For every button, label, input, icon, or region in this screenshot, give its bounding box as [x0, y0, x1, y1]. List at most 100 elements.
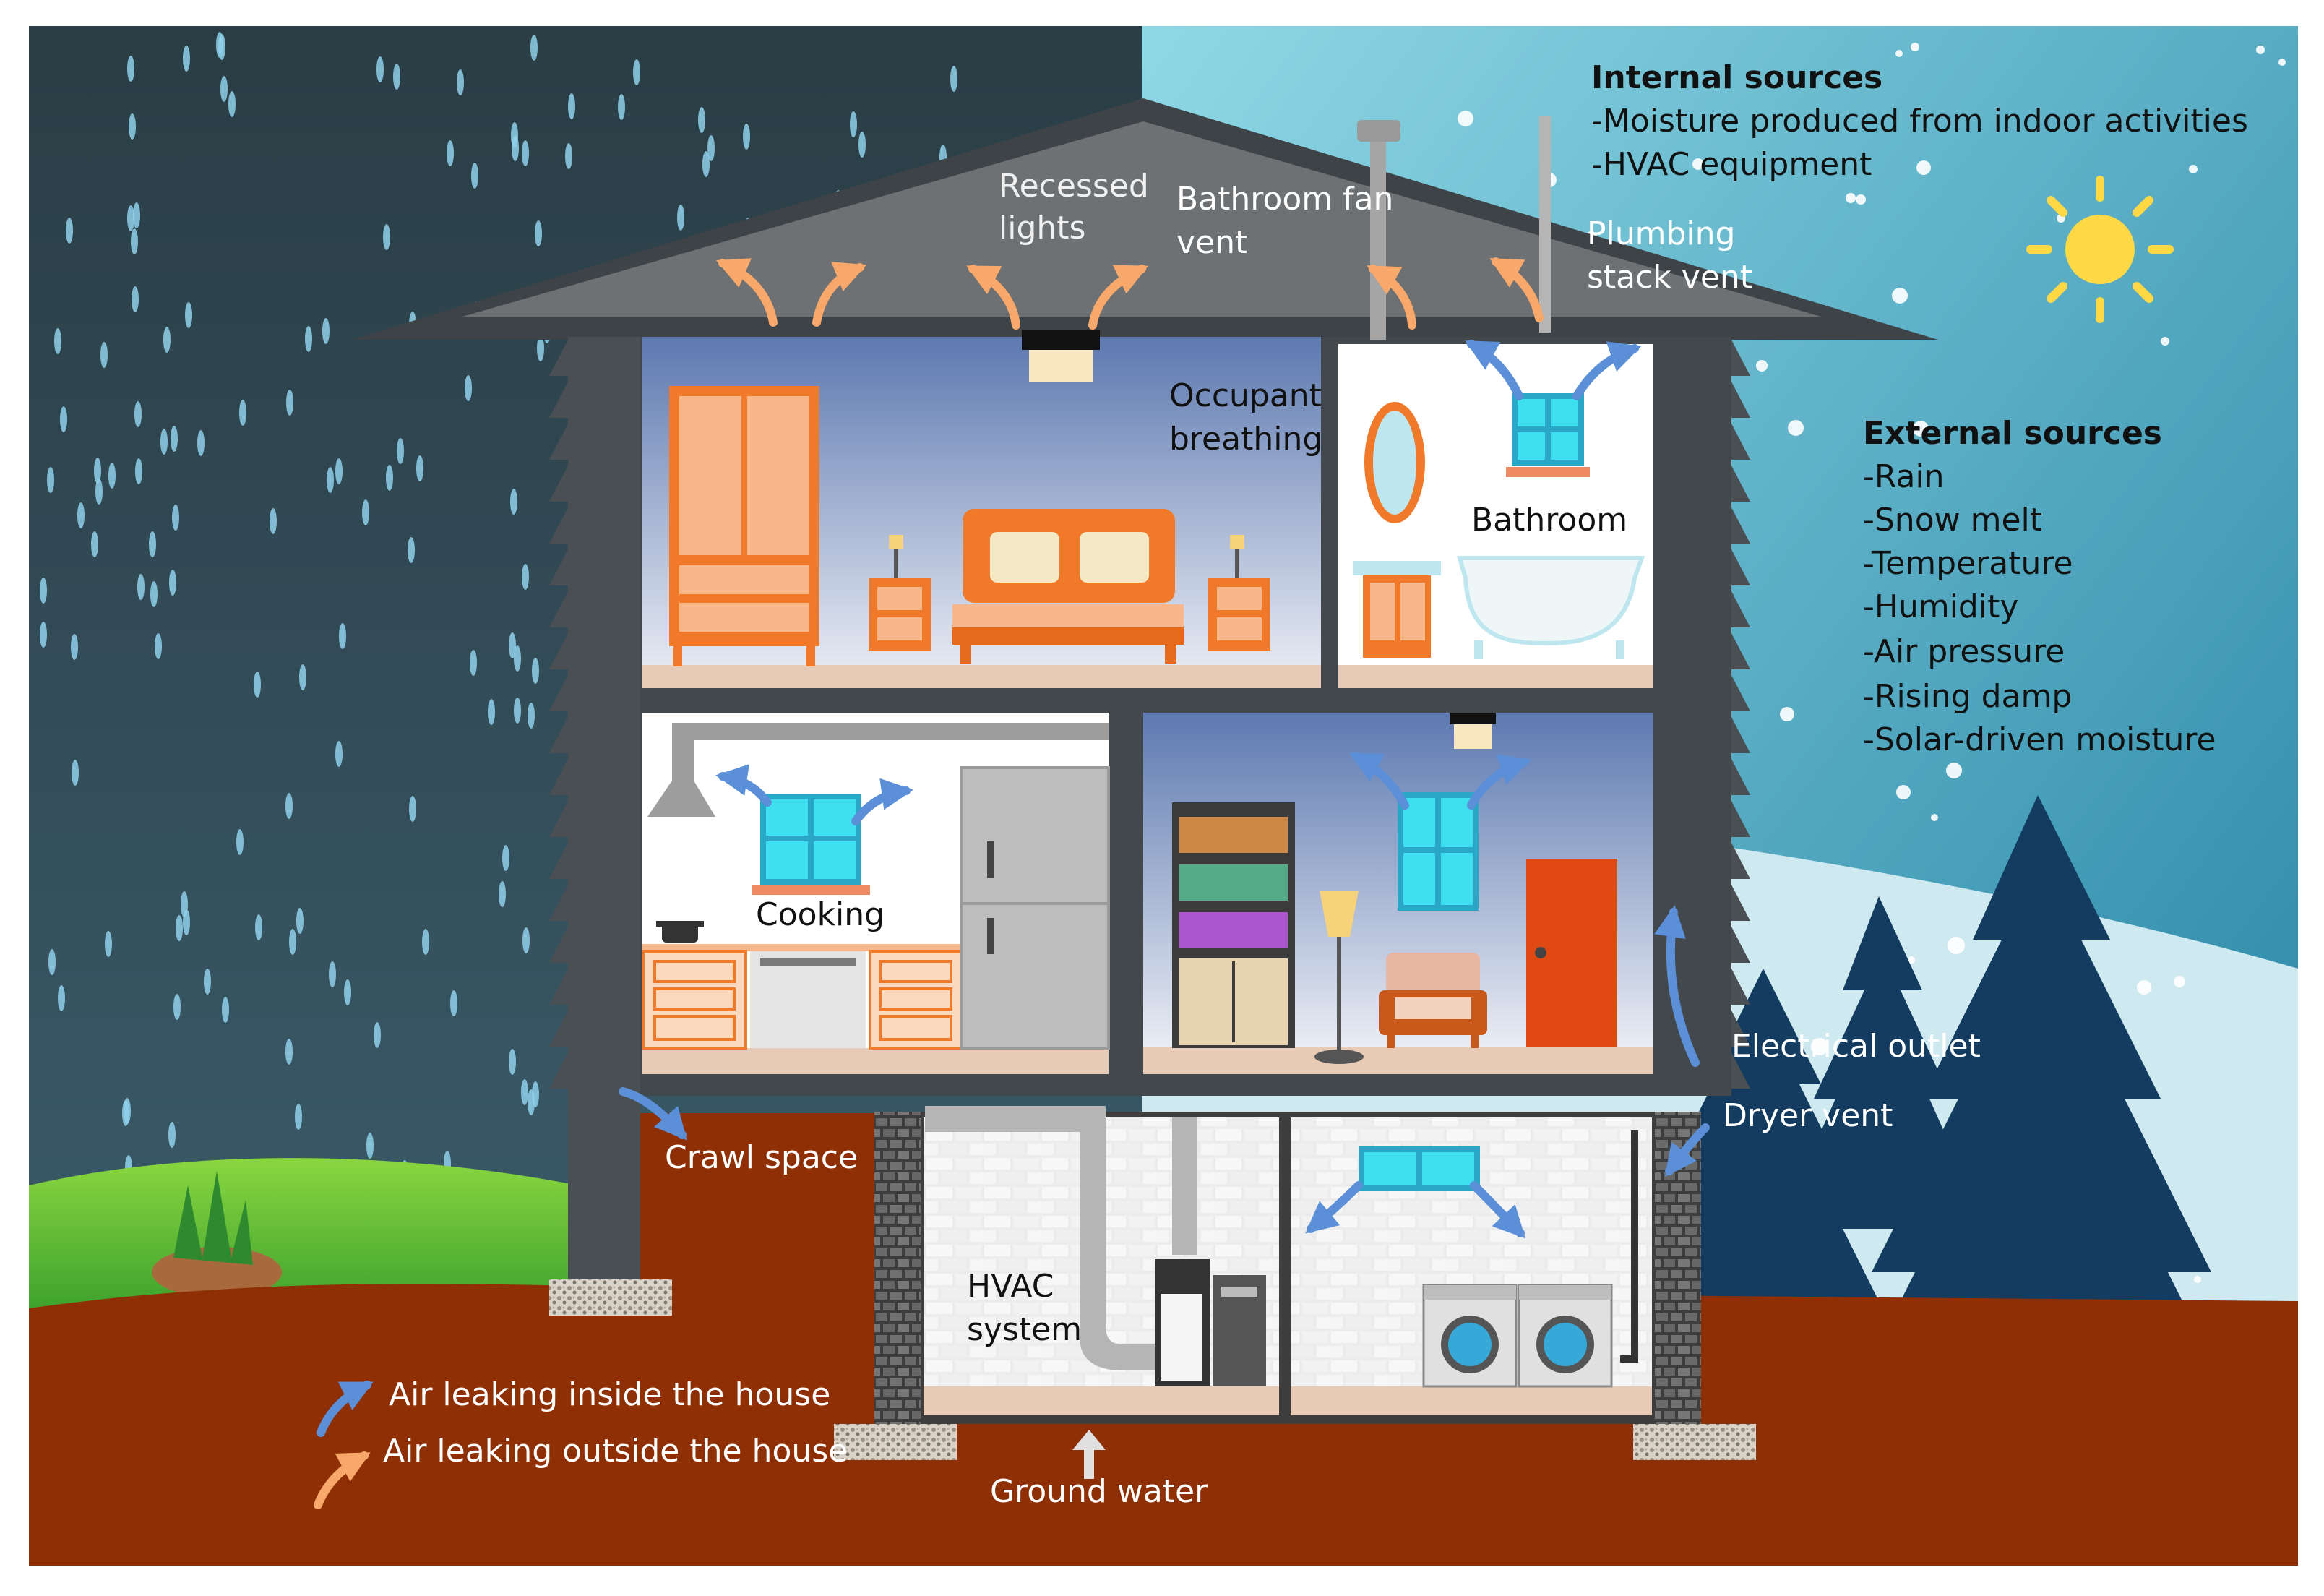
rain-drop — [254, 672, 261, 698]
bathroom-label: Bathroom — [1471, 502, 1627, 539]
rain-drop — [471, 163, 478, 189]
rain-drop — [470, 650, 477, 676]
snow-flake — [1780, 707, 1794, 721]
rain-drop — [176, 915, 183, 941]
rain-drop — [568, 93, 575, 119]
lower-cabinets-right — [869, 950, 963, 1050]
snow-flake — [1896, 785, 1911, 799]
air-arrow — [1465, 340, 1523, 400]
snow-flake — [1908, 956, 1915, 964]
rain-drop — [40, 622, 47, 648]
rain-drop — [181, 891, 188, 917]
snow-flake — [1846, 193, 1856, 203]
rain-drop — [71, 634, 78, 660]
rain-drop — [344, 979, 351, 1005]
dryer-duct — [1620, 1130, 1638, 1363]
pot-icon — [656, 921, 704, 943]
snow-flake — [1913, 421, 1929, 437]
rain-drop — [134, 401, 142, 427]
snow-flake — [2189, 165, 2198, 173]
rain-drop — [105, 931, 112, 957]
snow-flake — [1756, 360, 1768, 372]
rain-drop — [522, 927, 530, 953]
rain-drop — [502, 845, 509, 871]
legend-outside-label: Air leaking outside the house — [383, 1433, 848, 1470]
electrical-outlet-label: Electrical outlet — [1731, 1028, 1981, 1065]
washing-machines-icon — [1422, 1284, 1613, 1388]
nightstand-right-icon — [1208, 535, 1270, 651]
external-source-item-6: -Rising damp — [1863, 678, 2072, 715]
air-in-arrow — [1665, 1123, 1710, 1177]
rain-drop — [163, 327, 171, 353]
rain-drop — [129, 113, 136, 140]
pillar-footing — [549, 1279, 672, 1316]
house-siding — [549, 340, 1750, 1089]
rain-drop — [329, 961, 336, 987]
rain-drop — [488, 699, 495, 725]
grass-hill — [29, 1158, 578, 1316]
internal-sources-title: Internal sources — [1591, 59, 1882, 96]
basement-window-icon — [1359, 1146, 1480, 1191]
rain-drop — [296, 908, 304, 934]
rain-drop — [950, 66, 957, 92]
air-arrow — [1470, 1181, 1525, 1239]
rain-drop — [185, 302, 192, 328]
rain-drop — [335, 741, 343, 767]
ground-water-arrow — [1072, 1430, 1106, 1479]
snow-flake — [1895, 50, 1903, 57]
rain-drop — [397, 438, 404, 464]
rain-drop — [66, 218, 73, 244]
occupant-breathing-label-line1: Occupant — [1169, 377, 1322, 414]
external-source-item-3: -Temperature — [1863, 545, 2073, 582]
air-arrow — [1572, 341, 1642, 400]
rain-drop — [618, 94, 625, 120]
hvac-system-label-line1: HVAC — [967, 1268, 1054, 1305]
rain-drop — [168, 1122, 176, 1148]
rain-drop — [322, 318, 330, 344]
rain-drop — [94, 458, 101, 484]
rain-drop — [48, 949, 56, 975]
snow-flake — [1811, 1038, 1828, 1055]
kitchen — [642, 713, 1130, 1074]
rain-drop — [509, 1049, 516, 1075]
air-in-arrow — [1654, 905, 1700, 1067]
rain-drop — [95, 479, 103, 505]
rain-drop — [122, 1100, 129, 1126]
roof-vent-pipes — [1357, 116, 1551, 340]
plumbing-stack-vent-label-line1: Plumbing — [1587, 215, 1735, 252]
rain-drop — [285, 1039, 293, 1065]
rain-drop — [54, 328, 61, 354]
snow-flake — [2174, 976, 2185, 987]
rain-drop — [376, 56, 384, 82]
cooking-label: Cooking — [756, 896, 885, 933]
snow-flake — [1788, 420, 1804, 436]
rain-drop — [386, 465, 393, 491]
rain-drop — [204, 969, 211, 995]
rain-drop — [850, 111, 857, 137]
rain-drop — [270, 508, 277, 534]
air-out-arrow — [1489, 257, 1544, 322]
recessed-light-icon — [1022, 330, 1100, 382]
rain-drop — [532, 1081, 539, 1107]
rain-drop — [239, 400, 246, 426]
external-source-item-1: -Rain — [1863, 458, 1945, 495]
rain-drop — [220, 76, 228, 102]
rain-drop — [171, 426, 178, 452]
snow-flake — [2137, 980, 2151, 995]
rain-drop — [514, 645, 521, 672]
snow-flake — [1931, 814, 1938, 821]
rain-drop — [677, 205, 684, 231]
rain-drop — [135, 458, 142, 484]
snow-flake — [2194, 1276, 2201, 1283]
rain-drop — [169, 570, 176, 596]
rain-drop — [514, 698, 521, 724]
rain-drop — [160, 429, 168, 455]
rain-drop — [100, 342, 108, 368]
bathroom — [1338, 344, 1653, 688]
rain-drop — [499, 881, 506, 907]
rain-drop — [133, 202, 140, 228]
rain-drop — [286, 390, 293, 416]
rain-drop — [137, 574, 145, 600]
bed-icon — [952, 509, 1184, 664]
